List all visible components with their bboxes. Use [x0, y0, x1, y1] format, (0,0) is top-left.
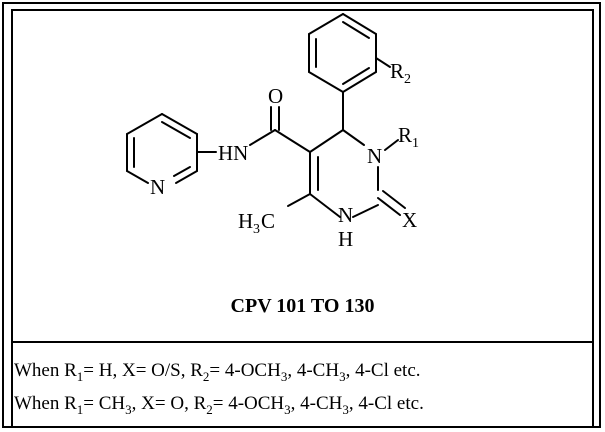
cond2-mid: , 4-CH	[290, 393, 343, 414]
thione-bond-b	[382, 190, 406, 209]
cond2-r1-ch3-sub: 3	[125, 401, 132, 417]
pyridine-nitrogen: N	[150, 175, 165, 199]
bond-phenyl-r2	[375, 57, 391, 68]
outer-frame	[2, 2, 601, 428]
cond1-prefix: When R	[14, 360, 77, 381]
cond1-mid: , 4-CH	[287, 360, 340, 381]
r2-subscript: 2	[404, 72, 411, 87]
thione-bond-a	[377, 197, 401, 216]
bond-c6-methyl	[287, 193, 311, 207]
cond1-r1-sub: 1	[76, 368, 84, 384]
bond-nh-carbonyl	[249, 129, 276, 146]
cond2-r2-sub: 2	[206, 401, 213, 417]
ring-nh-nitrogen: N	[338, 203, 353, 227]
amide-nh-label: HN	[218, 141, 248, 165]
cond1-suffix: , 4-Cl etc.	[345, 360, 421, 381]
cond2-och3-sub: 3	[284, 401, 291, 417]
cond2-ch3-sub: 3	[342, 401, 349, 417]
condition-line-1: When R1= H, X= O/S, R2= 4-OCH3, 4-CH3, 4…	[14, 361, 421, 383]
ring-nh-hydrogen: H	[338, 227, 353, 251]
compound-series-caption: CPV 101 TO 130	[230, 295, 375, 317]
r1-subscript: 1	[412, 136, 419, 151]
bond-carbonyl-c5	[274, 129, 311, 153]
phenyl-ring	[308, 13, 377, 93]
x-atom-label: X	[402, 208, 417, 232]
cond1-r2-value: = 4-OCH	[209, 360, 281, 381]
methyl-h: H	[238, 209, 253, 233]
r2-label: R	[390, 59, 404, 83]
cond1-r2-sub: 2	[202, 368, 210, 384]
methyl-c: C	[261, 209, 275, 233]
carbonyl-oxygen: O	[268, 84, 283, 108]
cond1-och3-sub: 3	[280, 368, 288, 384]
cond2-suffix: , 4-Cl etc.	[348, 393, 424, 414]
cond2-prefix: When R	[14, 393, 77, 414]
cond2-r1-value: = CH	[83, 393, 126, 414]
section-divider	[11, 341, 594, 343]
cond1-ch3-sub: 3	[339, 368, 346, 384]
cond2-r2-value: = 4-OCH	[212, 393, 285, 414]
pyridine-ring	[126, 113, 198, 184]
ring-nitrogen-1: N	[367, 144, 382, 168]
pyrimidine-ring	[309, 129, 379, 218]
condition-line-2: When R1= CH3, X= O, R2= 4-OCH3, 4-CH3, 4…	[14, 394, 424, 416]
methyl-subscript: 3	[253, 222, 260, 237]
cond2-r1-tail: , X= O, R	[131, 393, 207, 414]
r1-label: R	[398, 123, 412, 147]
cond2-r1-sub: 1	[76, 401, 84, 417]
cond1-r1-value: = H, X= O/S, R	[83, 360, 203, 381]
inner-frame	[11, 9, 594, 427]
bond-n-r1	[384, 139, 399, 151]
